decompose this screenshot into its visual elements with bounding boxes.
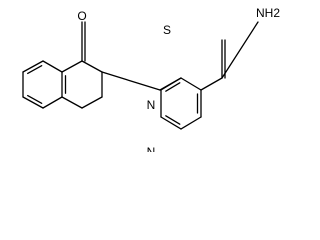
atom-label-n2: N (147, 98, 156, 112)
bond-1 (22, 60, 44, 73)
bond-16 (180, 116, 202, 130)
atom-labels: S NH2 O N N (77, 6, 280, 152)
bond-3 (22, 96, 44, 109)
bond-lines (22, 21, 259, 130)
bond-7 (81, 60, 103, 73)
bond-19 (160, 77, 182, 91)
atom-label-n3: N (147, 145, 156, 152)
atom-label-n-amide: NH2 (256, 6, 280, 20)
bond-6 (61, 60, 83, 73)
bond-0 (42, 60, 63, 73)
bond-17 (160, 116, 182, 130)
bond-12 (101, 71, 161, 91)
bond-9 (81, 96, 103, 109)
bond-10 (61, 96, 83, 109)
bond-17-inner (165, 115, 181, 125)
bond-14 (180, 77, 202, 91)
bond-3-inner (27, 94, 43, 104)
bond-20 (200, 77, 223, 91)
bond-4 (42, 96, 63, 109)
bond-1-inner (27, 65, 43, 75)
bond-22 (221, 21, 259, 79)
atom-label-o1: O (77, 9, 86, 23)
atom-label-s1: S (163, 23, 171, 37)
bond-19-inner (165, 82, 181, 92)
molecule-structure-diagram: S NH2 O N N (22, 6, 280, 152)
